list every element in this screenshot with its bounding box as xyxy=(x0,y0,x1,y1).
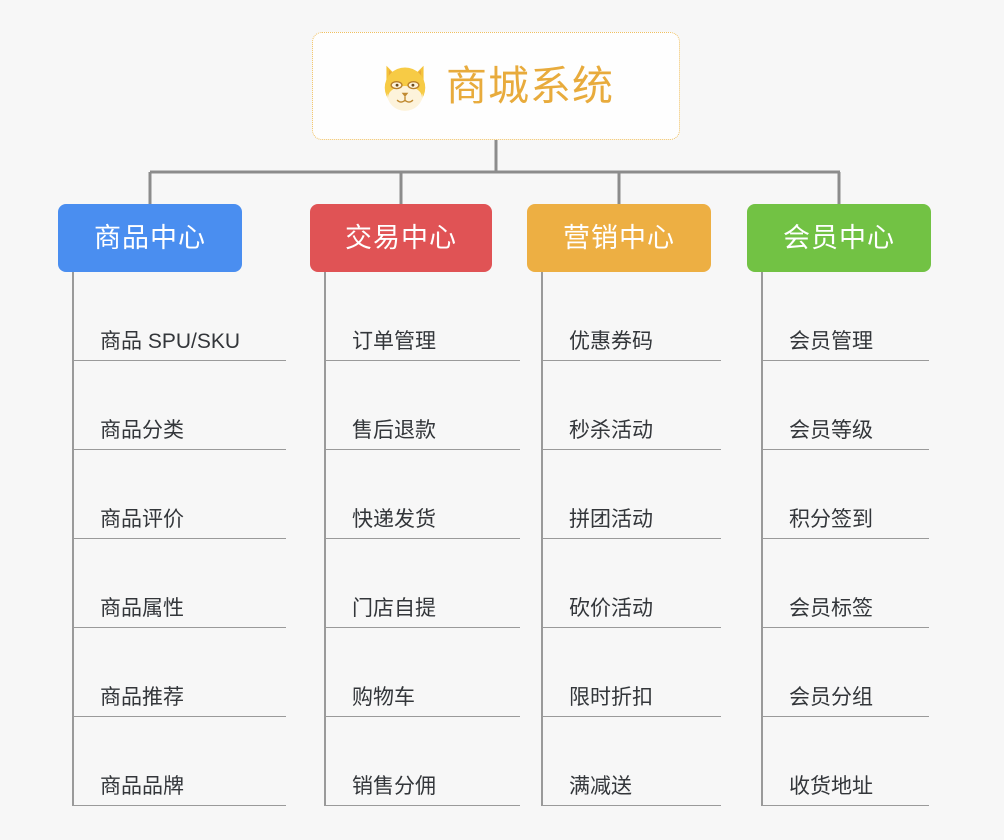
branch-column: 交易中心订单管理售后退款快递发货门店自提购物车销售分佣 xyxy=(310,204,520,806)
branch-header-2[interactable]: 交易中心 xyxy=(310,204,492,272)
branch-item-underline xyxy=(761,538,929,539)
branch-item-underline xyxy=(72,360,286,361)
branch-item-underline xyxy=(541,805,721,806)
branch-trunk-line xyxy=(541,272,543,806)
branch-item-label: 砍价活动 xyxy=(569,597,653,620)
branch-item-label: 收货地址 xyxy=(789,775,873,798)
branch-trunk-line xyxy=(761,272,763,806)
branch-item[interactable]: 购物车 xyxy=(310,628,520,717)
branch-column: 会员中心会员管理会员等级积分签到会员标签会员分组收货地址 xyxy=(747,204,931,806)
branch-column: 商品中心商品 SPU/SKU 商品分类商品评价商品属性商品推荐商品品牌 xyxy=(58,204,286,806)
branch-item-label: 商品评价 xyxy=(100,508,184,531)
branch-item[interactable]: 商品评价 xyxy=(58,450,286,539)
branch-item[interactable]: 商品属性 xyxy=(58,539,286,628)
branch-header-3[interactable]: 营销中心 xyxy=(527,204,711,272)
branch-item-label: 秒杀活动 xyxy=(569,419,653,442)
branch-item-underline xyxy=(324,716,520,717)
branch-item-label: 订单管理 xyxy=(352,330,436,353)
branch-item-list: 优惠券码秒杀活动拼团活动砍价活动限时折扣满减送 xyxy=(527,272,721,806)
branch-item-underline xyxy=(761,627,929,628)
branch-item[interactable]: 商品分类 xyxy=(58,361,286,450)
branch-item-underline xyxy=(541,627,721,628)
branch-item-underline xyxy=(541,449,721,450)
branch-item[interactable]: 售后退款 xyxy=(310,361,520,450)
branch-item[interactable]: 订单管理 xyxy=(310,272,520,361)
branch-item-label: 商品品牌 xyxy=(100,775,184,798)
branch-item-label: 商品推荐 xyxy=(100,686,184,709)
branch-item[interactable]: 会员等级 xyxy=(747,361,931,450)
branch-item-label: 商品属性 xyxy=(100,597,184,620)
branch-item[interactable]: 满减送 xyxy=(527,717,721,806)
branch-item-label: 快递发货 xyxy=(352,508,436,531)
root-title: 商城系统 xyxy=(446,62,614,109)
branch-item[interactable]: 优惠券码 xyxy=(527,272,721,361)
branch-item-label: 会员分组 xyxy=(789,686,873,709)
branch-item-underline xyxy=(324,805,520,806)
branch-item-underline xyxy=(72,805,286,806)
branch-item-label: 销售分佣 xyxy=(352,775,436,798)
branch-item[interactable]: 拼团活动 xyxy=(527,450,721,539)
branch-item-underline xyxy=(324,449,520,450)
branch-item[interactable]: 商品品牌 xyxy=(58,717,286,806)
branch-header-label: 交易中心 xyxy=(345,222,457,253)
branch-header-1[interactable]: 商品中心 xyxy=(58,204,242,272)
branch-item-label: 会员标签 xyxy=(789,597,873,620)
branch-item-label: 满减送 xyxy=(569,775,632,798)
branch-item-underline xyxy=(541,538,721,539)
branch-column: 营销中心优惠券码秒杀活动拼团活动砍价活动限时折扣满减送 xyxy=(527,204,721,806)
branch-item[interactable]: 商品 SPU/SKU xyxy=(58,272,286,361)
branch-item-label: 会员管理 xyxy=(789,330,873,353)
branch-trunk-line xyxy=(72,272,74,806)
branch-item-underline xyxy=(761,716,929,717)
branch-item[interactable]: 门店自提 xyxy=(310,539,520,628)
branch-item[interactable]: 砍价活动 xyxy=(527,539,721,628)
branch-item-underline xyxy=(761,449,929,450)
branch-item-underline xyxy=(761,360,929,361)
branch-item-underline xyxy=(541,360,721,361)
branch-item-label: 商品 SPU/SKU xyxy=(100,330,241,353)
branch-item-underline xyxy=(761,805,929,806)
branch-item[interactable]: 会员管理 xyxy=(747,272,931,361)
branch-item[interactable]: 销售分佣 xyxy=(310,717,520,806)
branch-item[interactable]: 积分签到 xyxy=(747,450,931,539)
branch-item-label: 优惠券码 xyxy=(569,330,653,353)
branch-item-underline xyxy=(72,716,286,717)
branch-item-label: 购物车 xyxy=(352,686,415,709)
branch-item[interactable]: 会员标签 xyxy=(747,539,931,628)
branch-item-underline xyxy=(324,538,520,539)
branch-item-underline xyxy=(72,538,286,539)
branch-item-list: 订单管理售后退款快递发货门店自提购物车销售分佣 xyxy=(310,272,520,806)
branch-item-list: 会员管理会员等级积分签到会员标签会员分组收货地址 xyxy=(747,272,931,806)
branch-item-label: 售后退款 xyxy=(352,419,436,442)
branch-item-underline xyxy=(541,716,721,717)
branch-item-label: 积分签到 xyxy=(789,508,873,531)
branch-header-label: 会员中心 xyxy=(783,222,895,253)
branch-item-underline xyxy=(324,627,520,628)
branch-item-label: 商品分类 xyxy=(100,419,184,442)
branch-item[interactable]: 快递发货 xyxy=(310,450,520,539)
branch-item-list: 商品 SPU/SKU 商品分类商品评价商品属性商品推荐商品品牌 xyxy=(58,272,286,806)
branch-item[interactable]: 收货地址 xyxy=(747,717,931,806)
shiba-dog-face-icon xyxy=(384,65,426,111)
branch-header-4[interactable]: 会员中心 xyxy=(747,204,931,272)
branch-header-label: 商品中心 xyxy=(94,222,206,253)
branch-item-label: 拼团活动 xyxy=(569,508,653,531)
branch-header-label: 营销中心 xyxy=(563,222,675,253)
branch-item-label: 限时折扣 xyxy=(569,686,653,709)
branch-item-underline xyxy=(72,627,286,628)
branch-item[interactable]: 商品推荐 xyxy=(58,628,286,717)
branch-item[interactable]: 会员分组 xyxy=(747,628,931,717)
branch-trunk-line xyxy=(324,272,326,806)
branch-item-underline xyxy=(72,449,286,450)
branch-item-label: 会员等级 xyxy=(789,419,873,442)
branch-item[interactable]: 秒杀活动 xyxy=(527,361,721,450)
branch-item-underline xyxy=(324,360,520,361)
branch-item[interactable]: 限时折扣 xyxy=(527,628,721,717)
branch-item-label: 门店自提 xyxy=(352,597,436,620)
root-node[interactable]: 商城系统 xyxy=(312,32,680,140)
